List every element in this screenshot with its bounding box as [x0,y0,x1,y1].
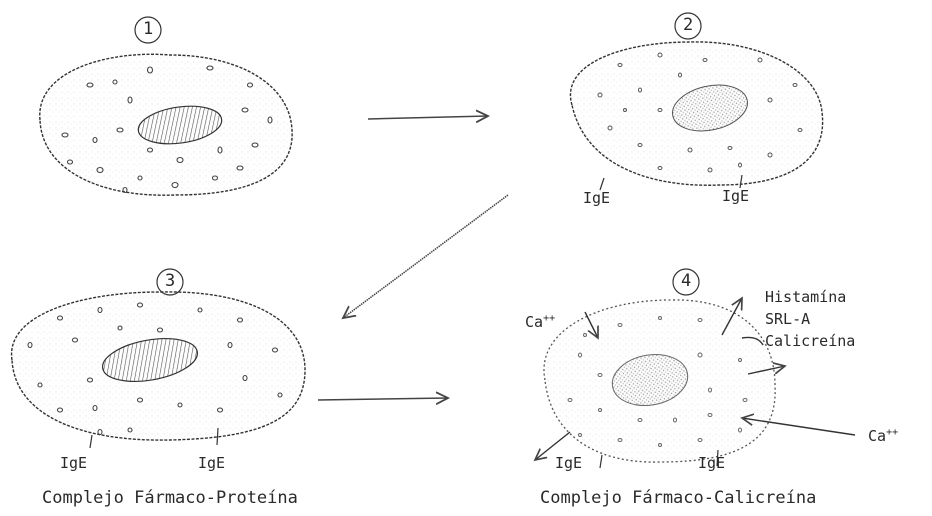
cell-number-4: 4 [681,273,691,290]
cell-number-3: 3 [165,273,175,290]
cell-4 [544,269,775,468]
ige-label: IgE [698,456,725,471]
mediator-kallikrein: Calicreína [765,334,855,349]
cell-2 [570,13,822,190]
arrow-1-to-2 [368,116,488,119]
process-arrows [318,116,508,400]
cell-1 [40,17,292,195]
mediator-histamine: Histamína [765,290,846,305]
cell-3 [12,269,305,448]
ige-label: IgE [583,191,610,206]
caption-left: Complejo Fármaco-Proteína [42,490,298,507]
ige-label: IgE [198,456,225,471]
arrow-3-to-4 [318,398,448,400]
calcium-label-right: Ca++ [868,428,898,444]
ige-receptor [90,435,92,448]
cell-number-1: 1 [143,21,153,38]
arrow-2-to-3 [343,195,508,318]
calcium-label-top: Ca++ [525,314,555,330]
ige-label: IgE [60,456,87,471]
mediator-srl-a: SRL-A [765,312,810,327]
ige-receptor [600,455,602,468]
ige-label: IgE [555,456,582,471]
cell-number-2: 2 [683,17,693,34]
caption-right: Complejo Fármaco-Calicreína [540,490,816,507]
ige-label: IgE [722,189,749,204]
